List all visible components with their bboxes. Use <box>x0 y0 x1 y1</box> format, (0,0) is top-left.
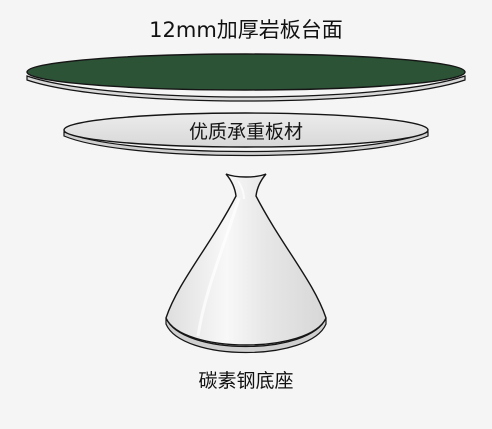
stone-tabletop <box>26 53 466 102</box>
base-cone <box>165 173 327 346</box>
base-rim <box>165 317 327 353</box>
tabletop-label: 12mm加厚岩板台面 <box>149 18 343 42</box>
carbon-steel-base <box>165 173 327 353</box>
support-board <box>63 112 429 157</box>
tabletop-surface <box>26 53 466 91</box>
support-board-edge <box>63 131 429 157</box>
base-highlight <box>196 197 241 337</box>
support-board-surface <box>63 112 429 148</box>
support-board-label: 优质承重板材 <box>188 121 303 143</box>
tabletop-edge-shadow <box>26 75 466 102</box>
base-neck-highlight <box>237 180 245 200</box>
base-label: 碳素钢底座 <box>198 370 294 392</box>
